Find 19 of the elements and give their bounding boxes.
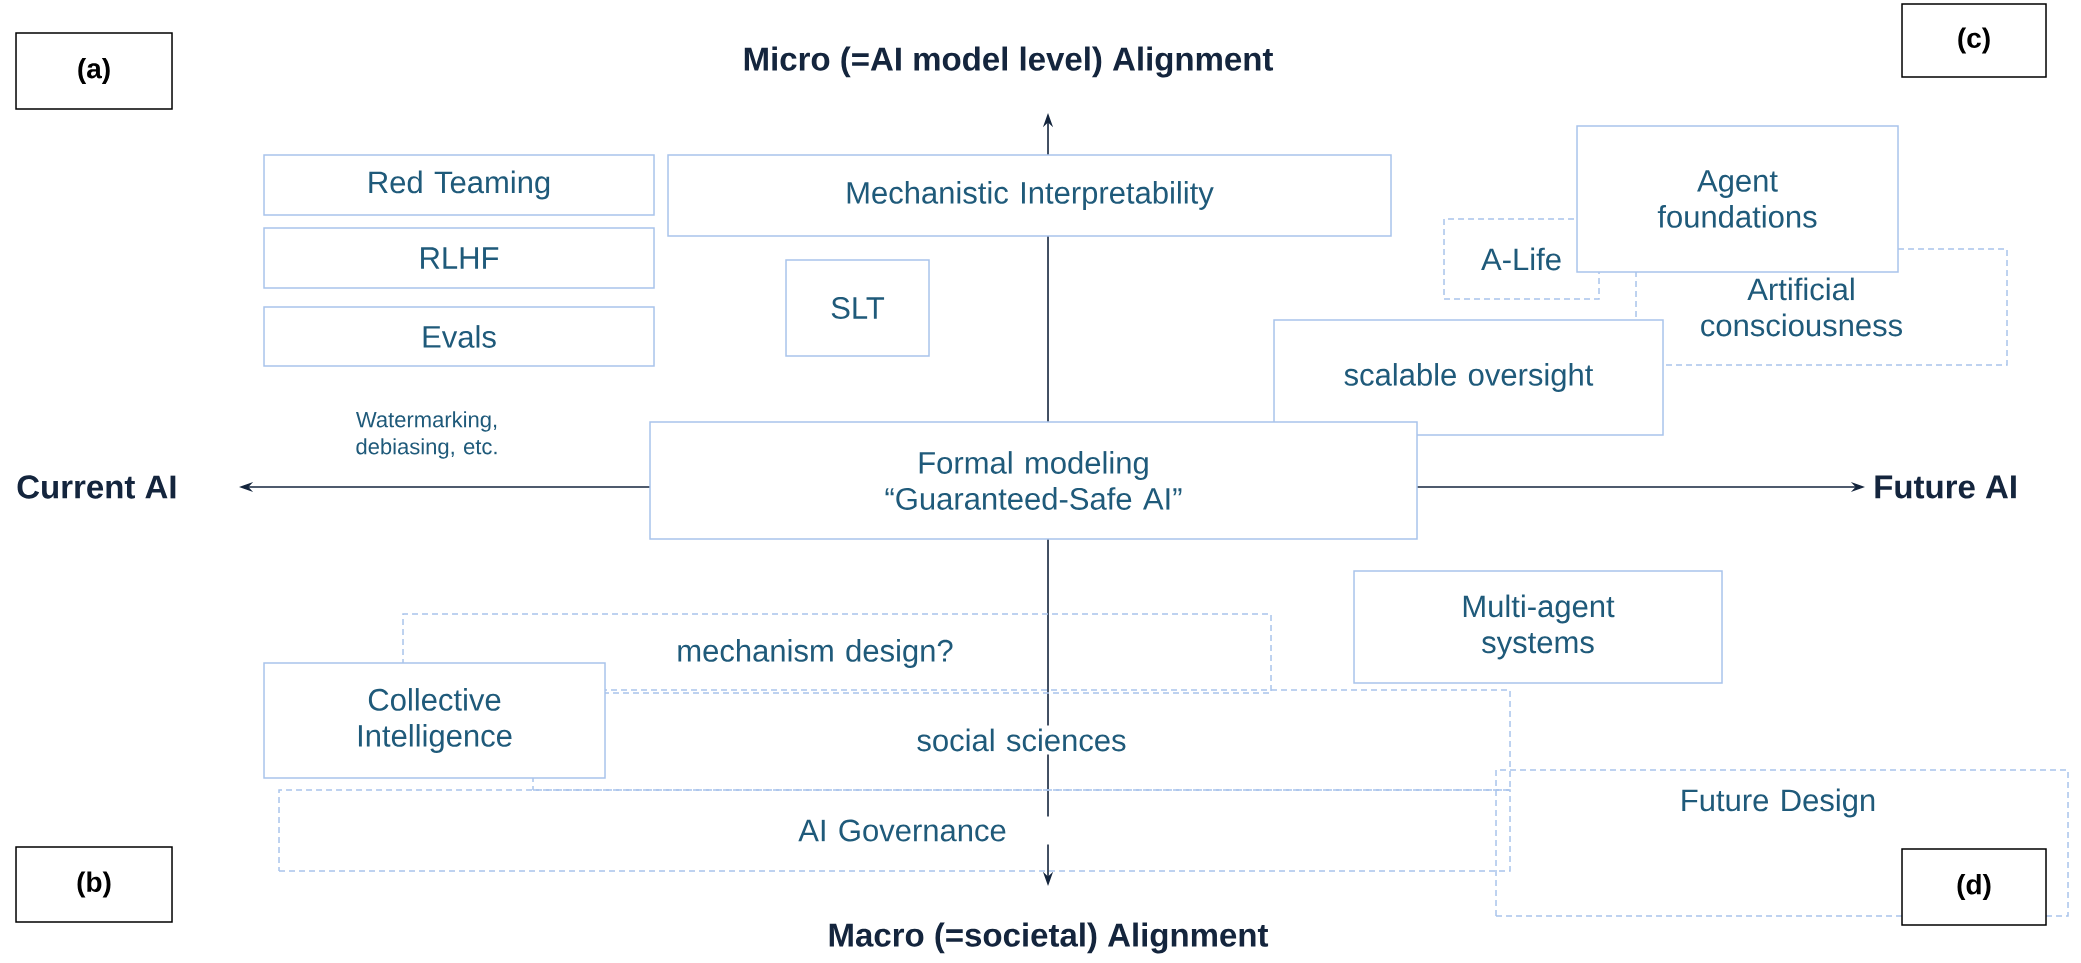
axis-label: Micro (=AI model level) Alignment <box>744 46 1273 78</box>
topic-box: Mechanistic Interpretability <box>667 154 1392 237</box>
topic-box: Agent foundations <box>1576 125 1899 273</box>
topic-box: Evals <box>263 306 655 367</box>
topic-box: scalable oversight <box>1273 319 1664 436</box>
topic-box: Collective Intelligence <box>263 662 606 779</box>
panel-label: (c) <box>1901 3 2047 78</box>
topic-box: Red Teaming <box>263 154 655 216</box>
panel-label: (d) <box>1901 848 2047 926</box>
panel-label: (a) <box>15 32 173 110</box>
topic-box: SLT <box>785 259 930 357</box>
dashed-topic-box: AI Governance <box>278 789 1511 872</box>
topic-box: Multi-agent systems <box>1353 570 1723 684</box>
axis-label: Future AI <box>1875 475 2016 499</box>
note-text: Watermarking, debiasing, etc. <box>356 411 497 459</box>
topic-box: RLHF <box>263 227 655 289</box>
axis-label: Macro (=societal) Alignment <box>829 922 1269 954</box>
axis-label: Current AI <box>17 475 176 499</box>
panel-label: (b) <box>15 846 173 923</box>
